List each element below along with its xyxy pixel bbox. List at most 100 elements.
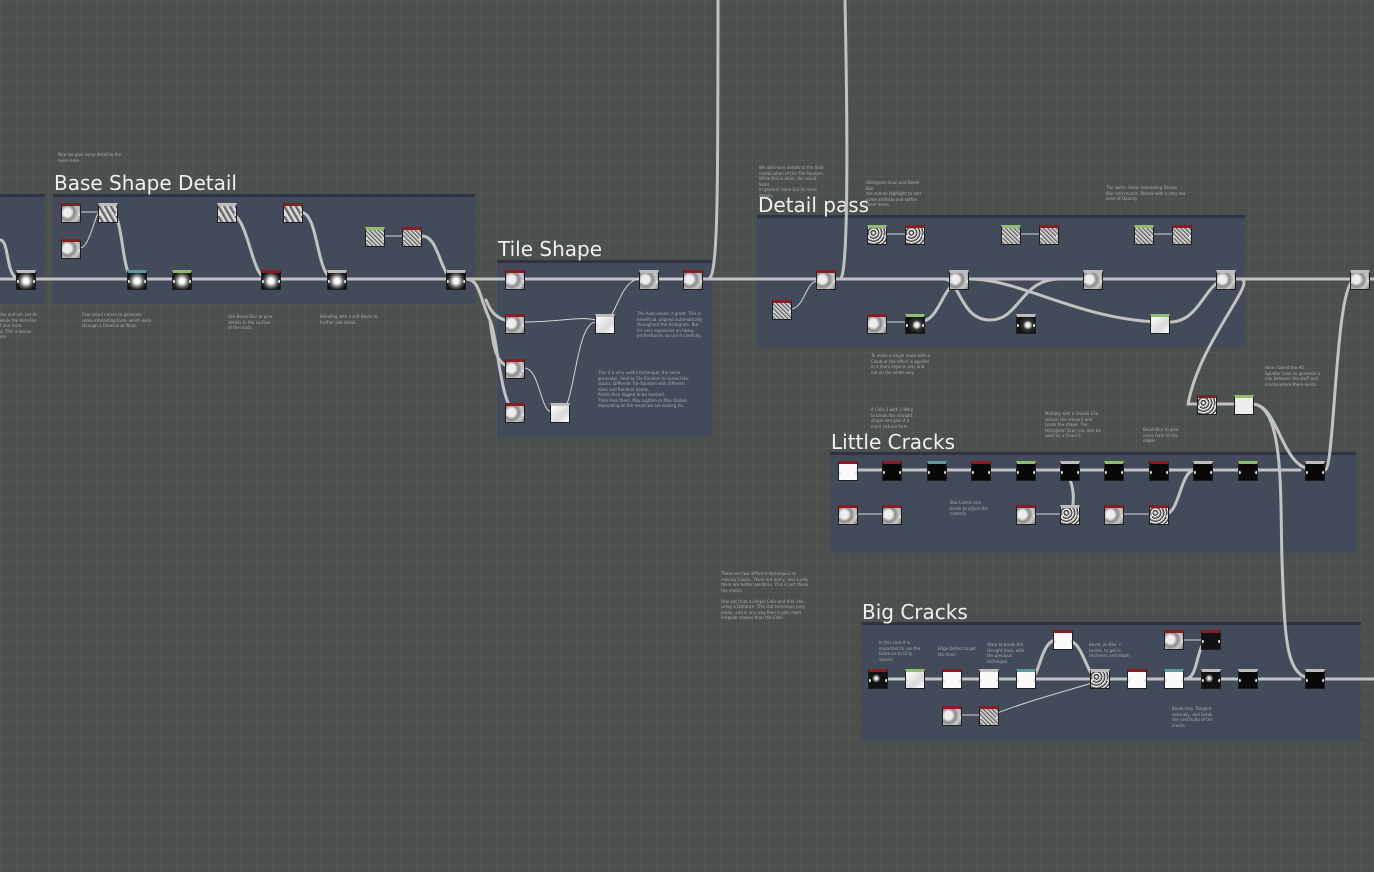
output-node[interactable] (1305, 461, 1325, 481)
comment-note: Bevel Blur to give some form to the edge… (1143, 427, 1179, 443)
auto-levels-node[interactable] (639, 270, 659, 290)
blend-node[interactable] (1090, 669, 1110, 689)
levels-node[interactable] (1164, 669, 1184, 689)
noise-node[interactable] (1149, 505, 1169, 525)
noise-node[interactable] (979, 706, 999, 726)
edge-detect-node[interactable] (905, 669, 925, 689)
comment-note: To make a single mask with a Cloud or th… (871, 353, 930, 375)
max-blend-node[interactable] (595, 314, 615, 334)
levels-node[interactable] (1104, 461, 1124, 481)
frame-tile-shape[interactable] (497, 260, 712, 437)
blend-node[interactable] (949, 270, 969, 290)
blend-node[interactable] (1060, 461, 1080, 481)
frame-big-cracks[interactable] (861, 622, 1361, 741)
blend-node[interactable] (1083, 270, 1103, 290)
comment-note: Histogram Scan and Bevel Blur the overal… (866, 180, 921, 207)
comment-note: Four cloud noises to generate some inter… (82, 312, 152, 328)
cells-node[interactable] (838, 461, 858, 481)
blend-node[interactable] (327, 270, 347, 290)
bevel-node[interactable] (1127, 669, 1147, 689)
comment-note: In this case it is important to use the … (879, 640, 921, 662)
noise-node[interactable] (1060, 505, 1080, 525)
warp-node[interactable] (979, 669, 999, 689)
splatter-node[interactable] (1234, 395, 1254, 415)
tile-random-node[interactable] (505, 314, 525, 334)
bevel-node[interactable] (1193, 461, 1213, 481)
comment-note: Edge Detect to get the lines. (938, 646, 976, 657)
noise-node[interactable] (1197, 395, 1217, 415)
grunge-node[interactable] (1001, 225, 1021, 245)
blend-node[interactable] (261, 270, 281, 290)
cloud-noise-node[interactable] (867, 314, 887, 334)
blend-node[interactable] (971, 461, 991, 481)
frame-title-tile-shape: Tile Shape (498, 237, 603, 261)
levels-node[interactable] (1016, 461, 1036, 481)
output-blend-node[interactable] (1350, 270, 1370, 290)
tile-random-node[interactable] (505, 359, 525, 379)
comment-note: This is a very useful technique, the sam… (598, 370, 689, 408)
cloud-noise-node[interactable] (61, 239, 81, 259)
output-blend-node[interactable] (446, 270, 466, 290)
blend-node[interactable] (1149, 461, 1169, 481)
tile-random-node[interactable] (505, 270, 525, 290)
output-node[interactable] (1305, 669, 1325, 689)
noise-node[interactable] (1172, 225, 1192, 245)
histogram-scan-node[interactable] (1150, 314, 1170, 334)
noise-node[interactable] (283, 203, 303, 223)
splatter-node[interactable] (1201, 630, 1221, 650)
comment-note: The Auto-Levels is great. This is benefi… (637, 311, 703, 338)
comment-note: Here I blend the AO Splatter color to ge… (1265, 365, 1321, 387)
cloud-noise-node[interactable] (882, 505, 902, 525)
comment-note: These are two different techniques to ma… (721, 571, 809, 620)
gradient-node[interactable] (365, 227, 385, 247)
comment-note: The same. Some interesting Design Blur a… (1106, 185, 1186, 201)
frame-title-little-cracks: Little Cracks (831, 430, 956, 454)
bevel-node[interactable] (127, 270, 147, 290)
comment-note: Blur Levels and break to adjust the cont… (950, 500, 989, 516)
frame-title-big-cracks: Big Cracks (862, 600, 968, 624)
distance-node[interactable] (868, 669, 888, 689)
comment-note: the and sm. Let th while the hot slice t… (0, 312, 37, 339)
mask-node[interactable] (1016, 314, 1036, 334)
mask-node[interactable] (905, 314, 925, 334)
levels-node[interactable] (1238, 461, 1258, 481)
cloud-noise-node[interactable] (942, 706, 962, 726)
cloud-noise-node[interactable] (1104, 505, 1124, 525)
noise-node[interactable] (772, 300, 792, 320)
comment-note: Warp to break the straight lines, with t… (987, 642, 1025, 664)
blend-node[interactable] (1201, 669, 1221, 689)
max-blend-node[interactable] (550, 403, 570, 423)
grunge-node[interactable] (867, 225, 887, 245)
tile-output-node[interactable] (683, 270, 703, 290)
comment-note: Blending with a soft Bevel to further ad… (320, 314, 378, 325)
blend-node[interactable] (1216, 270, 1236, 290)
comment-note: Bevel, on Blur + Levels, to get in thick… (1089, 642, 1131, 658)
cloud-noise-node[interactable] (1164, 630, 1184, 650)
noise-node[interactable] (402, 227, 422, 247)
blur-node[interactable] (1016, 669, 1036, 689)
frame-little-cracks[interactable] (830, 452, 1356, 552)
blend-node[interactable] (16, 270, 36, 290)
noise-node[interactable] (1039, 225, 1059, 245)
comment-note: Use Bevel Blur to give details to the su… (228, 314, 273, 330)
directional-warp-node[interactable] (217, 203, 237, 223)
levels-node[interactable] (1238, 669, 1258, 689)
warp-node[interactable] (942, 669, 962, 689)
levels-node[interactable] (1053, 630, 1073, 650)
directional-warp-node[interactable] (98, 203, 118, 223)
warp-node[interactable] (882, 461, 902, 481)
cloud-noise-node[interactable] (61, 203, 81, 223)
blend-node[interactable] (816, 270, 836, 290)
comment-note: Multiply with a Clouds 3 to reduce the a… (1045, 411, 1101, 438)
comment-note: Bevel step. Tangent naturally, and break… (1172, 706, 1213, 728)
tile-random-node[interactable] (505, 403, 525, 423)
grunge-node[interactable] (1134, 225, 1154, 245)
comment-note: Now we give some detail to the noise her… (58, 152, 122, 163)
bevel-node[interactable] (172, 270, 192, 290)
edge-detect-node[interactable] (927, 461, 947, 481)
comment-note: We add more details to the tiled combina… (759, 165, 825, 198)
noise-node[interactable] (905, 225, 925, 245)
cloud-noise-node[interactable] (838, 505, 858, 525)
cloud-noise-node[interactable] (1016, 505, 1036, 525)
